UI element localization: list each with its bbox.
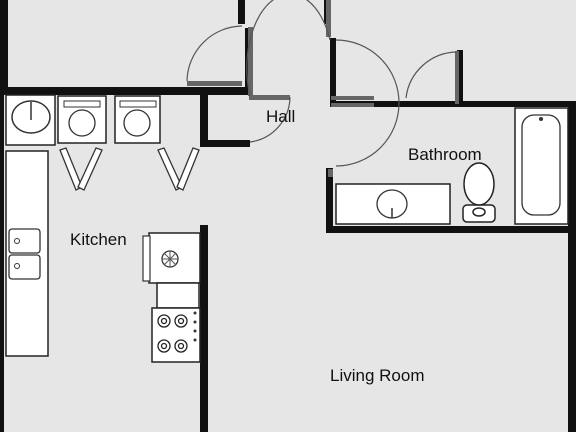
wall	[0, 87, 248, 95]
door-swing	[335, 39, 400, 167]
door-jamb	[326, 0, 331, 37]
door-jamb	[248, 27, 253, 96]
wall	[568, 107, 576, 432]
door-jamb	[455, 51, 459, 104]
bathtub	[514, 107, 569, 225]
door-jamb	[249, 95, 290, 100]
wall	[200, 95, 208, 147]
wall	[200, 140, 250, 147]
door-jamb	[331, 103, 374, 107]
room-label-kitchen: Kitchen	[70, 230, 127, 249]
toilet	[462, 162, 496, 223]
room-label-hall: Hall	[266, 107, 295, 126]
open-cabinet-doors	[59, 147, 200, 191]
bathroom-vanity	[335, 183, 451, 225]
door-jambs	[187, 0, 459, 177]
wall	[326, 168, 333, 233]
door-jamb	[187, 81, 242, 86]
counter-segment	[156, 282, 200, 309]
door-swing	[405, 51, 458, 99]
kitchen-counter	[5, 150, 49, 357]
wall	[330, 38, 336, 101]
door-swing	[186, 25, 243, 82]
refrigerator	[142, 232, 201, 284]
door-jamb	[328, 169, 333, 177]
room-label-living-room: Living Room	[330, 366, 425, 385]
laundry-counter	[5, 94, 161, 146]
wall	[238, 0, 245, 24]
wall	[200, 225, 208, 432]
wall	[330, 101, 576, 107]
stove	[151, 307, 201, 363]
door-jamb	[331, 96, 374, 100]
wall	[0, 0, 8, 95]
door-swing	[246, 0, 331, 97]
wall	[457, 50, 463, 107]
room-label-bathroom: Bathroom	[408, 145, 482, 164]
door-swings	[186, 0, 458, 167]
wall	[326, 226, 576, 233]
wall	[0, 95, 4, 432]
door-swing	[249, 96, 291, 143]
